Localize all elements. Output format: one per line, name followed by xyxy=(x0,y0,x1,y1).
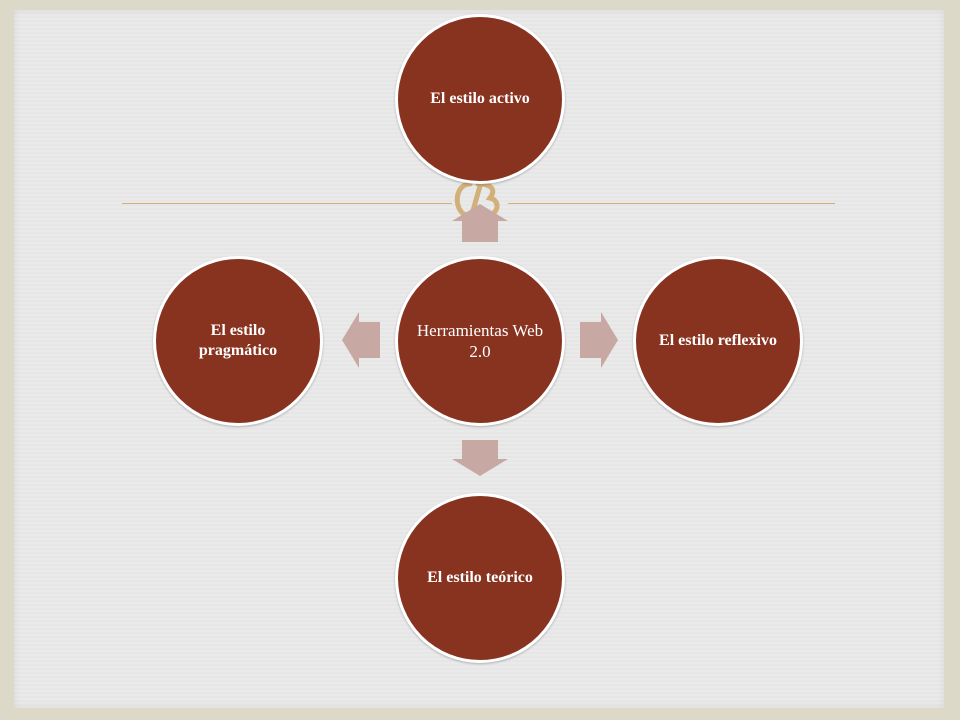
node-label: El estilo activo xyxy=(430,90,530,107)
arrow-left xyxy=(342,312,380,368)
node-reflective-style: El estilo reflexivo xyxy=(633,256,803,426)
node-label: El estilo pragmático xyxy=(198,322,278,359)
node-pragmatic-style: El estilo pragmático xyxy=(153,256,323,426)
node-label: El estilo reflexivo xyxy=(659,332,777,349)
title-divider-left xyxy=(122,203,452,204)
center-node-web-tools: Herramientas Web 2.0 xyxy=(395,256,565,426)
arrow-down xyxy=(452,440,508,476)
center-node-label: Herramientas Web 2.0 xyxy=(416,321,544,361)
node-active-style: El estilo activo xyxy=(395,14,565,184)
title-divider-right xyxy=(508,203,835,204)
node-label: El estilo teórico xyxy=(427,569,533,586)
arrow-up xyxy=(452,204,508,242)
node-theoretical-style: El estilo teórico xyxy=(395,493,565,663)
arrow-right xyxy=(580,312,618,368)
